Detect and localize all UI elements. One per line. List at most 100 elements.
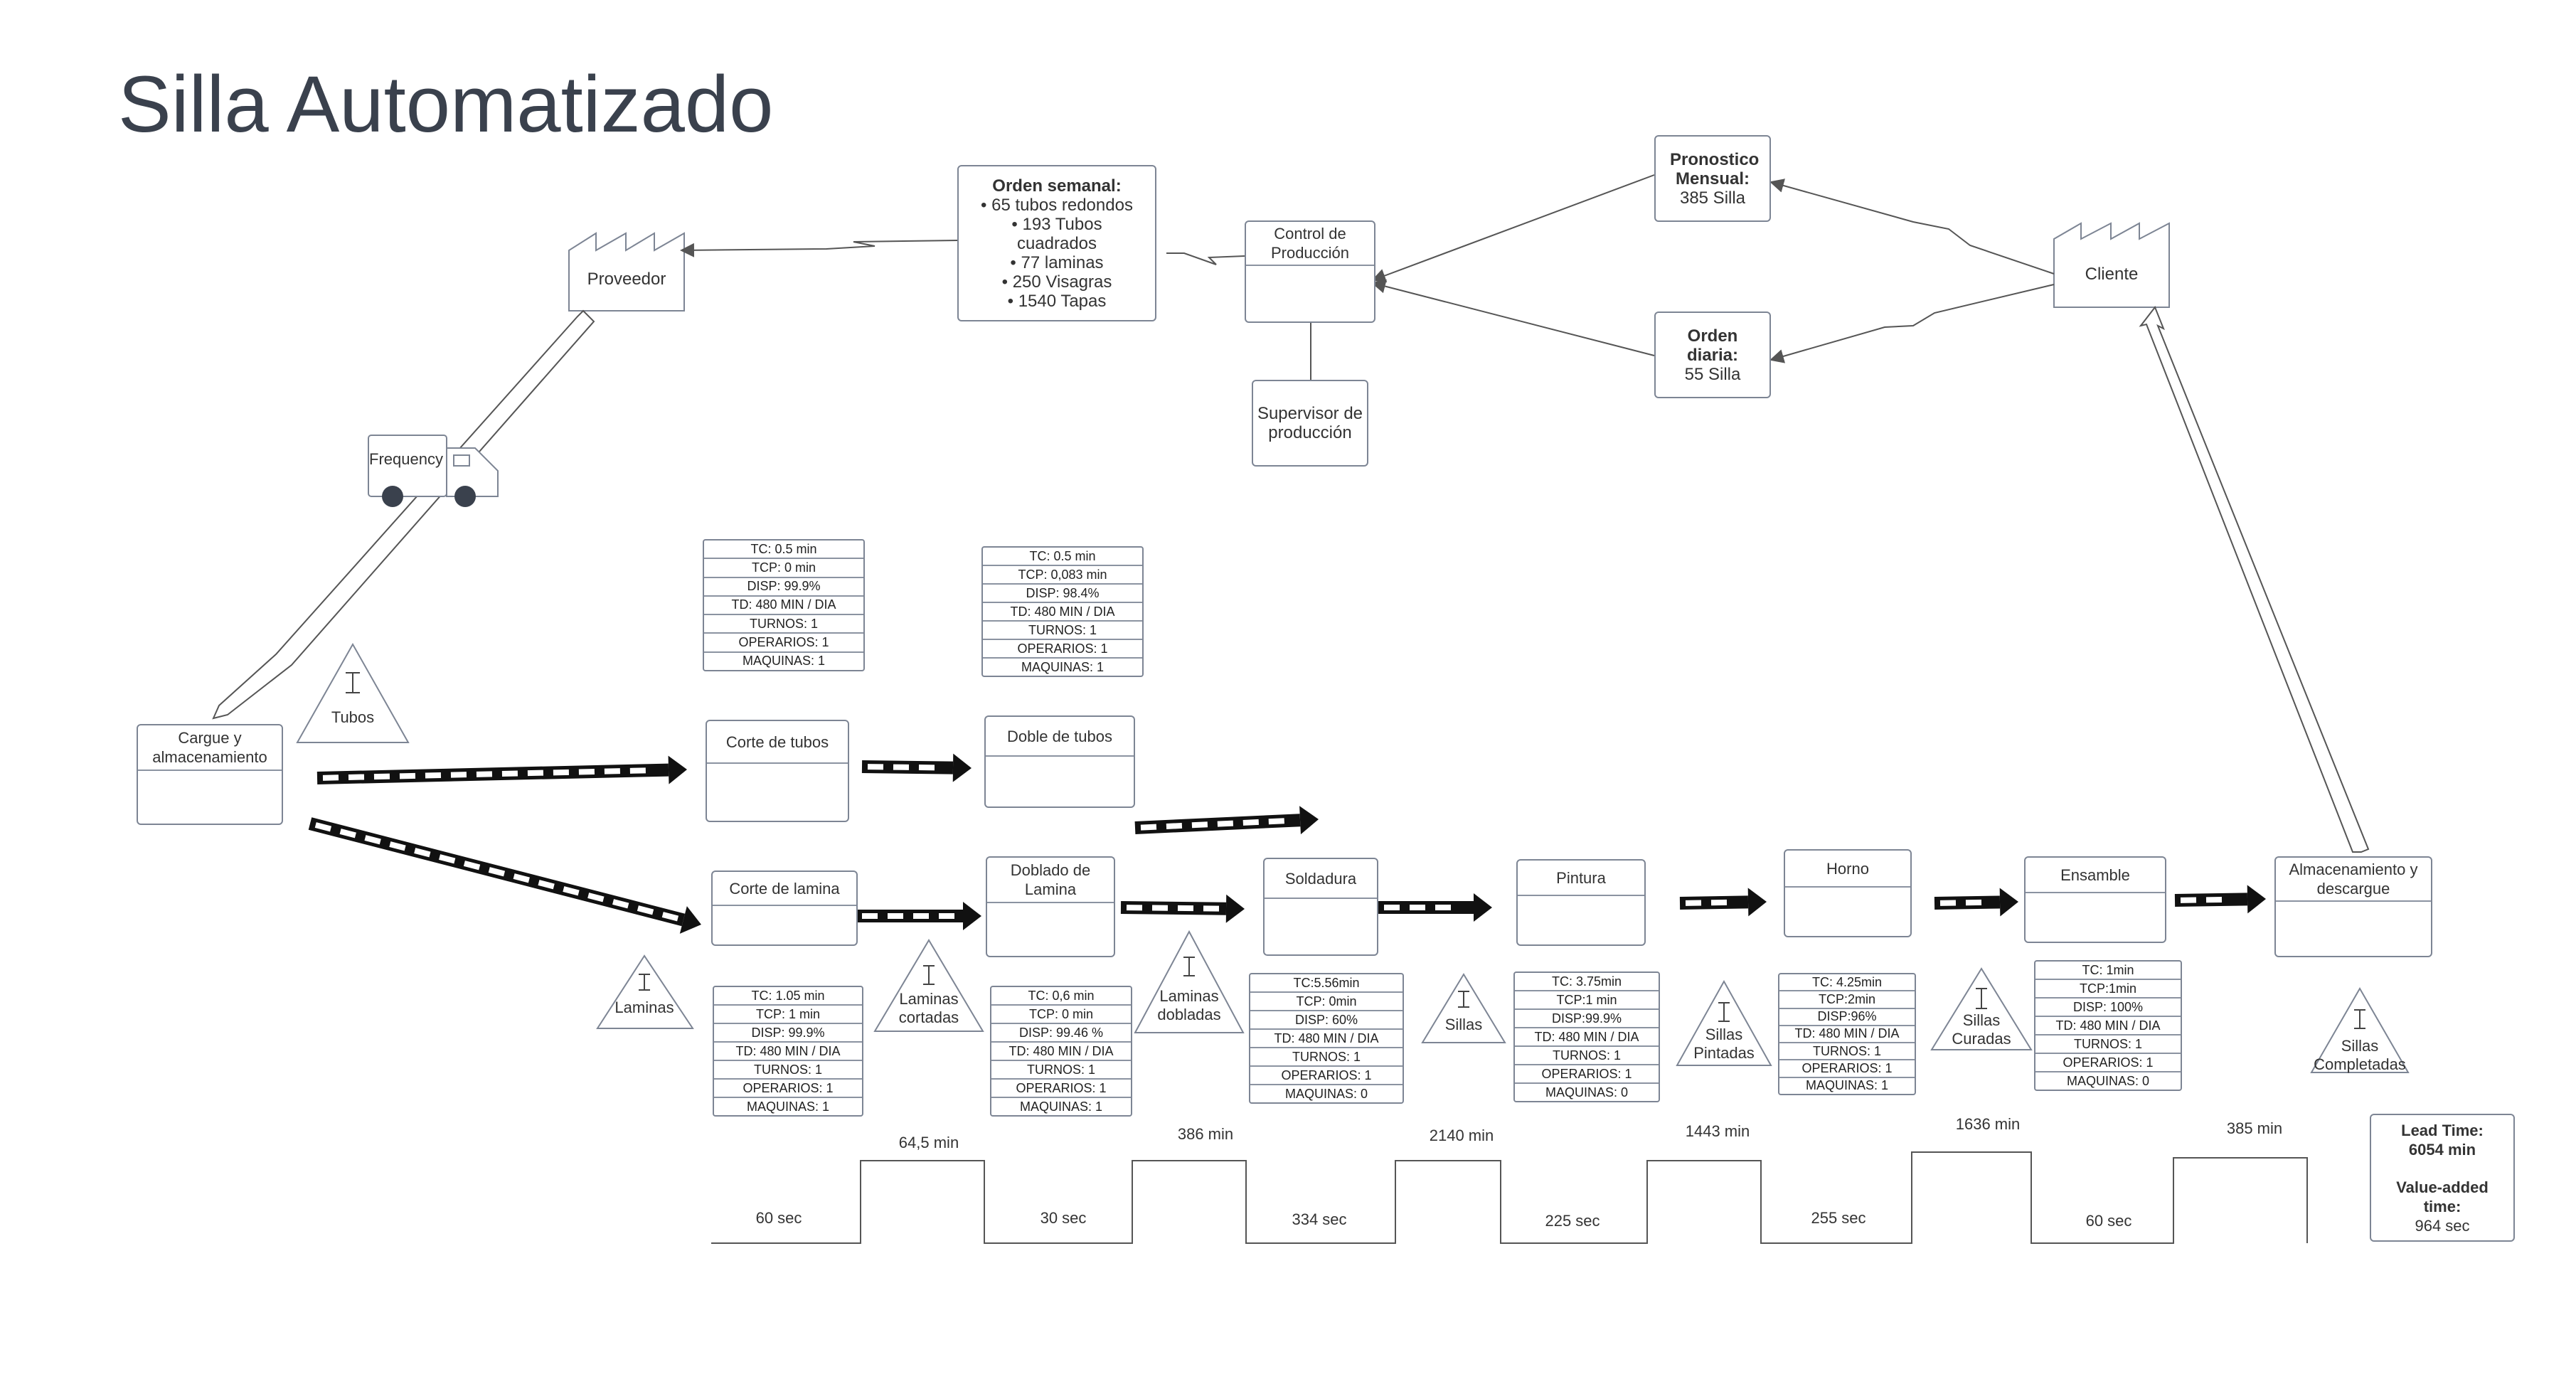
process-doble-tubos: Doble de tubos [984, 715, 1135, 808]
data-box-row: MAQUINAS: 0 [1284, 1086, 1368, 1101]
pronostico-value: 385 Silla [1679, 188, 1746, 208]
data-box-row: TCP: 0min [1250, 993, 1403, 1011]
data-box-row: OPERARIOS: 1 [983, 640, 1142, 659]
push-arrow-head [1474, 893, 1492, 922]
inventory-sillas-label: Sillas [1444, 1016, 1483, 1033]
push-arrow-stripe [563, 886, 580, 896]
push-arrow-stripe [1384, 905, 1400, 910]
push-arrow-body [1378, 901, 1474, 914]
timeline-sec: 60 sec [755, 1209, 802, 1227]
push-arrow-stripe [314, 822, 332, 832]
data-box-row: TD: 480 MIN / DIA [1515, 1028, 1659, 1047]
push-arrow-stripe [476, 771, 493, 777]
push-arrow-stripe [913, 913, 929, 919]
push-arrow-stripe [862, 913, 878, 919]
info-flow-lines [680, 174, 2055, 380]
data-box-row: OPERARIOS: 1 [991, 1080, 1131, 1098]
pronostico-box: Pronostico Mensual: 385 Silla [1654, 135, 1771, 222]
push-arrow-stripe [527, 770, 544, 777]
orden-semanal-heading: Orden semanal: [992, 176, 1122, 196]
push-arrow-stripe [1140, 824, 1157, 831]
timeline-min: 386 min [1177, 1125, 1234, 1143]
data-box-row: DISP: 98.4% [983, 585, 1142, 603]
process-corte-lamina: Corte de lamina [711, 870, 858, 946]
inventory-triangles [296, 642, 2410, 1073]
supervisor-box: Supervisor de producción [1252, 380, 1368, 467]
push-arrow-stripe [587, 893, 605, 903]
orden-semanal-item: • 1540 Tapas [1007, 292, 1107, 311]
push-arrow-head [1225, 894, 1245, 923]
inventory-laminas-dobladas-label: Laminas dobladas [1157, 987, 1221, 1023]
push-arrow-stripe [1435, 905, 1451, 910]
push-arrow-head [2247, 885, 2266, 914]
control-produccion-label: Control de Producción [1246, 222, 1374, 266]
timeline-min: 2140 min [1429, 1127, 1494, 1144]
pronostico-heading: Pronostico Mensual: [1670, 149, 1760, 188]
process-cargue: Cargue y almacenamiento [137, 724, 283, 825]
push-arrow-stripe [1242, 819, 1259, 826]
data-box-row: DISP: 60% [1250, 1011, 1403, 1030]
data-box-row: OPERARIOS: 1 [2035, 1054, 2181, 1072]
data-box-row: TCP:2min [1779, 991, 1915, 1009]
push-arrow-head [963, 902, 981, 930]
timeline-sec: 60 sec [2085, 1212, 2132, 1230]
lead-time-value: 6054 min [2408, 1140, 2476, 1159]
data-box-row: TD: 480 MIN / DIA [714, 1043, 862, 1061]
push-arrow-stripe [373, 773, 390, 780]
timeline-sec: 334 sec [1292, 1210, 1347, 1228]
data-box-row: TC: 1min [2035, 962, 2181, 980]
data-box-row: TURNOS: 1 [1250, 1048, 1403, 1067]
data-box-row: TD: 480 MIN / DIA [991, 1043, 1131, 1061]
inventory-laminas-label: Laminas [614, 999, 674, 1016]
data-box-row: DISP: 100% [2035, 999, 2181, 1017]
data-box-row: TC: 4.25min [1779, 974, 1915, 992]
process-almacenamiento: Almacenamiento y descargue [2274, 856, 2432, 957]
timeline-min: 385 min [2226, 1119, 2283, 1137]
push-arrow-stripe [1965, 899, 1982, 906]
push-arrow-stripe [918, 765, 935, 771]
timeline-min: 1636 min [1955, 1115, 2021, 1133]
process-soldadura: Soldadura [1263, 858, 1378, 956]
cliente-factory-icon [2053, 222, 2170, 308]
data-box-row: OPERARIOS: 1 [1250, 1067, 1403, 1085]
push-arrow-stripe [538, 880, 555, 890]
push-arrow-stripe [893, 764, 910, 770]
data-box-row: TCP: 1 min [714, 1006, 862, 1024]
data-box-row: MAQUINAS: 0 [1545, 1085, 1629, 1100]
value-added-value: 964 sec [2415, 1216, 2470, 1235]
push-arrow-head [1747, 888, 1767, 917]
data-box-row: TD: 480 MIN / DIA [2035, 1017, 2181, 1035]
inventory-sillas-completadas-label: Sillas Completadas [2314, 1037, 2406, 1073]
data-box-row: TD: 480 MIN / DIA [1250, 1030, 1403, 1048]
push-arrow-stripe [1166, 822, 1183, 829]
push-arrow-stripe [1126, 905, 1143, 911]
timeline-sec: 225 sec [1545, 1212, 1600, 1230]
push-arrow-head [668, 755, 687, 784]
push-arrow-stripe [637, 905, 654, 915]
data-box-row: TURNOS: 1 [991, 1061, 1131, 1080]
push-arrow-stripe [1939, 900, 1957, 906]
push-arrow-head [1299, 806, 1319, 835]
push-arrow-stripe [1191, 821, 1208, 829]
data-box-row: DISP: 99.9% [714, 1024, 862, 1043]
data-box-row: TD: 480 MIN / DIA [983, 603, 1142, 622]
push-arrow-stripe [513, 873, 530, 883]
data-box-row: MAQUINAS: 1 [1805, 1078, 1889, 1093]
page-title: Silla Automatizado [118, 60, 774, 149]
data-box-row: TC: 0,6 min [991, 987, 1131, 1006]
inventory-laminas-cortadas-label: Laminas cortadas [898, 990, 959, 1026]
push-arrow-stripe [604, 768, 620, 774]
timeline-sec: 255 sec [1811, 1209, 1866, 1227]
data-box-row: OPERARIOS: 1 [1515, 1065, 1659, 1084]
data-box-row: TC: 0.5 min [983, 548, 1142, 566]
data-box-row: DISP:99.9% [1515, 1010, 1659, 1028]
push-arrow-stripe [1268, 818, 1284, 825]
data-box-row: TC: 0.5 min [704, 541, 863, 560]
orden-semanal-item: • 77 laminas [1010, 253, 1104, 272]
data-box-row: TURNOS: 1 [2035, 1035, 2181, 1054]
